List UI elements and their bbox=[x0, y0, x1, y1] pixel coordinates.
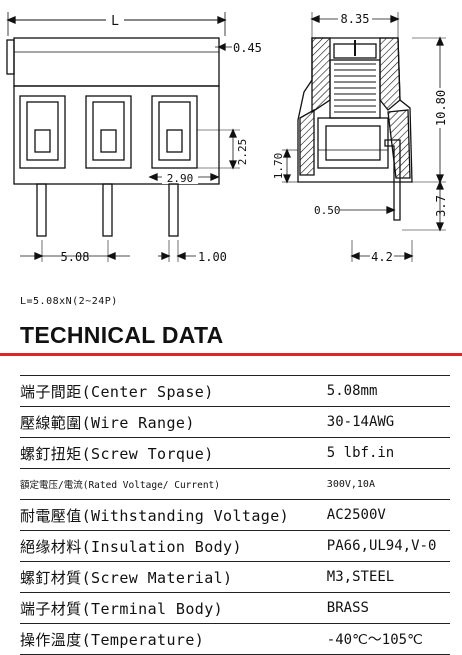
dim-lead-thickness: 0.50 bbox=[314, 204, 341, 217]
dim-pin-width: 1.00 bbox=[198, 250, 227, 264]
spec-label: 端子材質(Terminal Body) bbox=[20, 592, 321, 624]
dim-pin-height: 2.25 bbox=[236, 139, 249, 166]
dim-height: 10.80 bbox=[434, 90, 448, 126]
spec-row: 耐電壓值(Withstanding Voltage) AC2500V bbox=[20, 499, 450, 531]
spec-row: 額定電压/電流(Rated Voltage/ Current) 300V,10A bbox=[20, 468, 450, 500]
spec-label: 絕缘材料(Insulation Body) bbox=[20, 530, 321, 562]
spec-value: M3,STEEL bbox=[320, 561, 450, 593]
dim-offset: 0.45 bbox=[233, 41, 262, 55]
technical-drawing: L 0.45 2.25 bbox=[6, 11, 448, 264]
spec-row: 端子材質(Terminal Body) BRASS bbox=[20, 592, 450, 624]
dim-lead-offset: 1.70 bbox=[272, 153, 285, 180]
dim-window: 2.90 bbox=[167, 172, 194, 185]
dim-lead-length: 3.7 bbox=[434, 195, 448, 217]
spec-label: 壓線範圍(Wire Range) bbox=[20, 406, 321, 438]
dim-length: L bbox=[111, 14, 119, 29]
spec-value: 30-14AWG bbox=[320, 406, 450, 438]
spec-row: 壓線範圍(Wire Range) 30-14AWG bbox=[20, 406, 450, 438]
spec-label: 螺釘扭矩(Screw Torque) bbox=[20, 437, 321, 469]
spec-label: 操作溫度(Temperature) bbox=[20, 623, 321, 655]
spec-label: 端子間距(Center Spase) bbox=[20, 375, 321, 407]
spec-label: 額定電压/電流(Rated Voltage/ Current) bbox=[20, 468, 321, 500]
spec-value: 5 lbf.in bbox=[320, 437, 450, 469]
spec-value: -40℃～105℃ bbox=[320, 623, 450, 655]
spec-row: 操作溫度(Temperature) -40℃～105℃ bbox=[20, 623, 450, 655]
spec-value: 300V,10A bbox=[320, 468, 450, 500]
dim-side-width: 8.35 bbox=[341, 12, 370, 26]
pin-count-formula: L=5.08xN(2~24P) bbox=[20, 296, 118, 307]
section-heading: TECHNICAL DATA bbox=[20, 322, 224, 348]
terminal-windows bbox=[19, 95, 198, 169]
spec-value: 5.08mm bbox=[320, 375, 450, 407]
spec-row: 絕缘材料(Insulation Body) PA66,UL94,V-0 bbox=[20, 530, 450, 562]
spec-row: 端子間距(Center Spase) 5.08mm bbox=[20, 375, 450, 407]
spec-row: 螺釘扭矩(Screw Torque) 5 lbf.in bbox=[20, 437, 450, 469]
front-view: L 0.45 2.25 bbox=[6, 12, 262, 264]
spec-label: 螺釘材質(Screw Material) bbox=[20, 561, 321, 593]
spec-label: 耐電壓值(Withstanding Voltage) bbox=[20, 499, 321, 531]
dim-foot: 4.2 bbox=[371, 250, 393, 264]
pins bbox=[36, 183, 179, 237]
dim-pitch: 5.08 bbox=[61, 250, 90, 264]
heading-divider bbox=[0, 353, 462, 356]
spec-value: AC2500V bbox=[320, 499, 450, 531]
spec-table: 端子間距(Center Spase) 5.08mm 壓線範圍(Wire Rang… bbox=[20, 375, 450, 655]
spec-value: BRASS bbox=[320, 592, 450, 624]
side-view: 8.35 bbox=[272, 11, 448, 264]
spec-value: PA66,UL94,V-0 bbox=[320, 530, 450, 562]
spec-row: 螺釘材質(Screw Material) M3,STEEL bbox=[20, 561, 450, 593]
